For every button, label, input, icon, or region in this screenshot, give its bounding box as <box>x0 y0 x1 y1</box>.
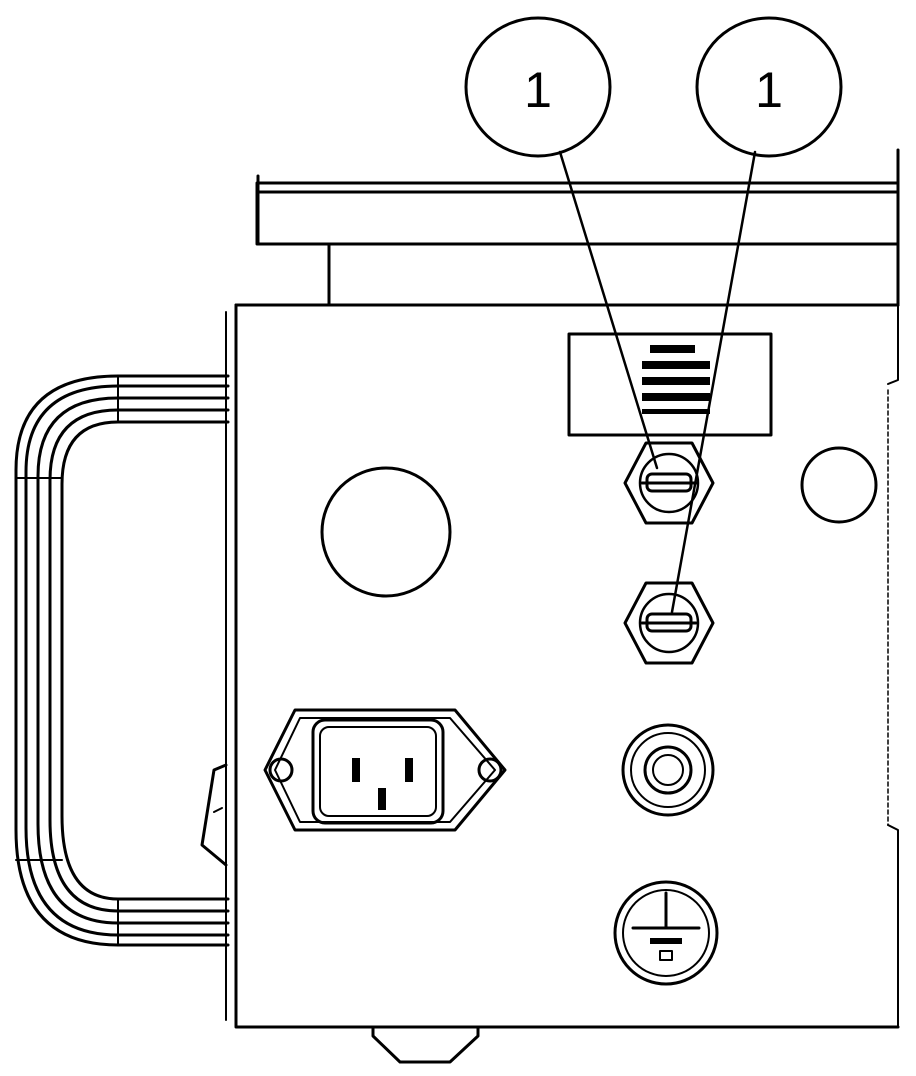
housing-panel <box>225 148 900 1029</box>
power-switch <box>200 763 228 867</box>
signal-connector <box>621 723 715 817</box>
leader-line-lower <box>670 150 757 614</box>
callout-number: 1 <box>524 62 552 118</box>
fuse-holder-lower <box>623 581 715 665</box>
callout-bubble-1b: 1 <box>695 16 843 158</box>
leader-lines <box>558 150 757 614</box>
rating-label-plate <box>567 332 773 437</box>
callout-number: 1 <box>755 62 783 118</box>
panel-cutout-large <box>320 466 452 598</box>
bottom-foot <box>371 1025 480 1064</box>
cover-riser <box>327 242 900 307</box>
fuse-holder-upper <box>623 441 715 525</box>
panel-cutout-small <box>800 446 878 524</box>
ground-terminal <box>613 880 719 986</box>
leader-line-upper <box>558 150 659 470</box>
carrying-handle <box>14 374 230 947</box>
callout-bubble-1a: 1 <box>464 16 612 158</box>
power-inlet <box>263 708 507 832</box>
